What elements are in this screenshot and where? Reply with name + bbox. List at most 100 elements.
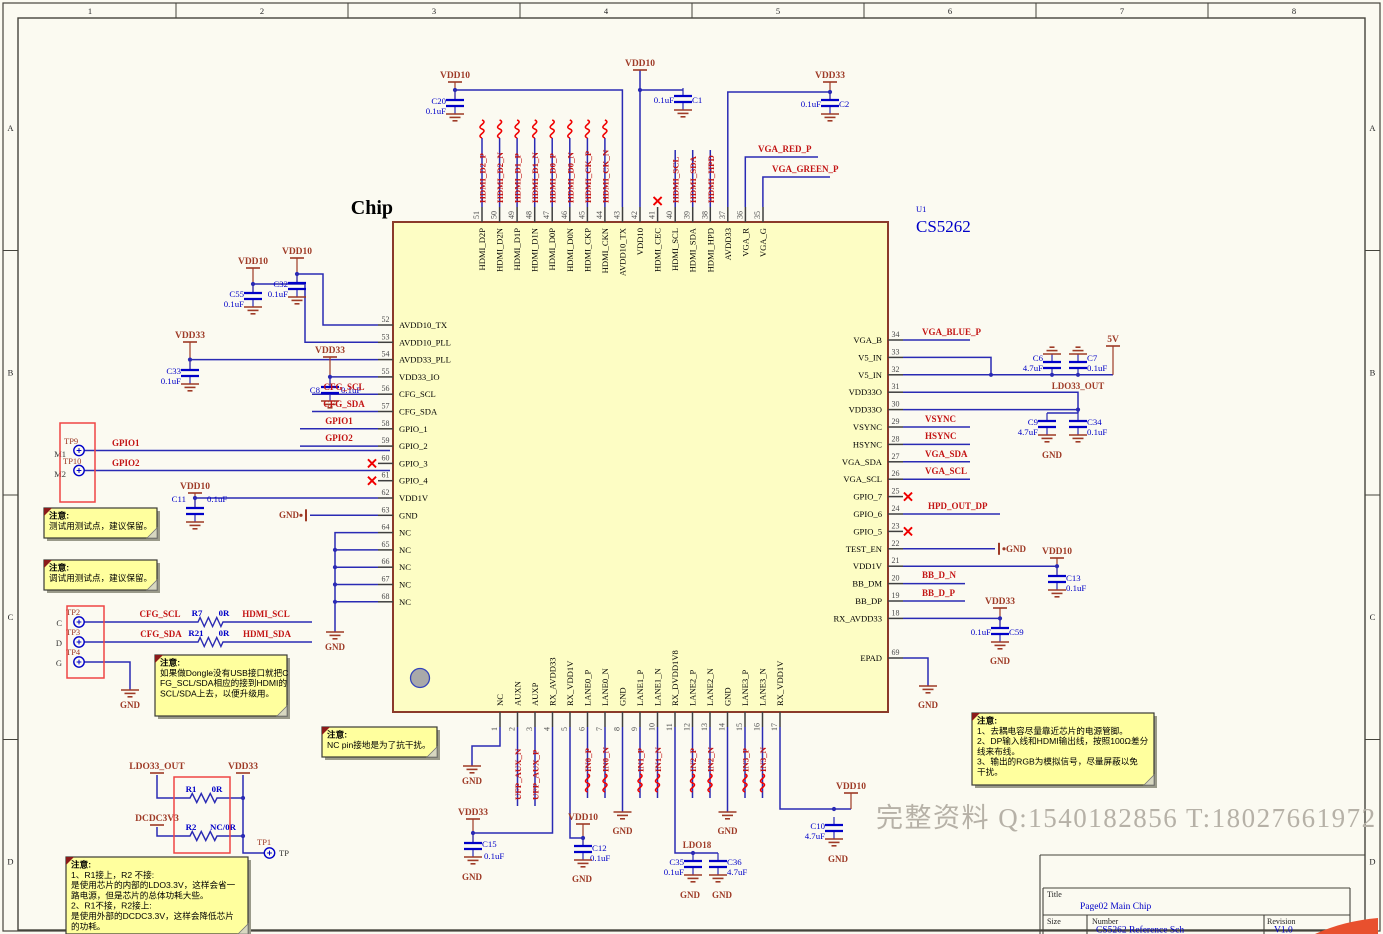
wire[interactable] (779, 727, 851, 810)
gnd-bar-symbol[interactable] (299, 509, 307, 522)
wire[interactable] (156, 827, 185, 837)
wire[interactable] (744, 156, 818, 207)
gnd-symbol[interactable] (288, 296, 306, 305)
wire[interactable] (242, 775, 264, 854)
wire[interactable] (727, 91, 830, 207)
pin-5[interactable]: 5RX_VDD1V (560, 660, 575, 731)
note-body[interactable] (321, 726, 438, 758)
gnd-symbol[interactable] (825, 838, 843, 847)
gnd-bar-symbol[interactable] (998, 542, 1006, 555)
testpoint-circle[interactable] (73, 616, 85, 628)
gnd-symbol[interactable] (186, 521, 204, 530)
note-1[interactable]: 注意:测试用测试点，建议保留。 (43, 507, 160, 541)
testpoint-circle[interactable] (73, 444, 85, 457)
pin-1[interactable]: 1NC (490, 694, 505, 731)
testpoint-circle[interactable] (263, 847, 276, 859)
wire[interactable] (762, 176, 830, 207)
gnd-symbol[interactable] (991, 641, 1009, 650)
gnd-symbol[interactable] (321, 400, 339, 409)
wire[interactable] (297, 273, 378, 326)
wire[interactable] (569, 727, 583, 839)
gnd-symbol[interactable] (1038, 434, 1056, 443)
power-flag-VDD33[interactable]: VDD33 (228, 762, 258, 774)
gnd-symbol[interactable] (181, 383, 199, 392)
gnd-symbol[interactable] (709, 874, 727, 883)
wire[interactable] (253, 283, 378, 344)
testpoint-circle[interactable] (73, 464, 85, 477)
no-connect-x[interactable] (903, 491, 913, 502)
pin-4[interactable]: 4RX_AVDD33 (543, 657, 558, 731)
no-connect-x[interactable] (903, 526, 913, 537)
gnd-symbol[interactable] (613, 811, 632, 820)
capacitor-C9[interactable]: C94.7uF (1018, 413, 1056, 437)
wire[interactable] (903, 391, 1079, 413)
note-3[interactable]: 注意:如果做Dongle没有USB接口就把CFG_SCL/SDA相应的接到HDM… (154, 654, 290, 719)
wire[interactable] (903, 657, 929, 686)
note-body[interactable] (65, 856, 249, 934)
wire[interactable] (471, 727, 501, 766)
testpoint-circle[interactable] (73, 636, 85, 648)
note-body[interactable] (43, 507, 158, 539)
gnd-symbol[interactable] (1069, 346, 1087, 355)
note-4[interactable]: 注意:NC pin接地是为了抗干扰。 (321, 726, 440, 760)
wire[interactable] (455, 89, 624, 207)
gnd-symbol[interactable] (1043, 346, 1061, 355)
gnd-symbol[interactable] (1069, 434, 1087, 443)
gnd-symbol[interactable] (821, 113, 839, 122)
gnd-symbol[interactable] (463, 765, 481, 774)
note-2[interactable]: 注意:调试用测试点，建议保留。 (43, 559, 160, 593)
note-body[interactable] (971, 712, 1155, 786)
wire[interactable] (84, 661, 131, 690)
note-body[interactable] (43, 559, 158, 591)
capacitor-C7[interactable]: C70.1uF (1069, 353, 1107, 375)
gnd-symbol[interactable] (1048, 589, 1066, 598)
